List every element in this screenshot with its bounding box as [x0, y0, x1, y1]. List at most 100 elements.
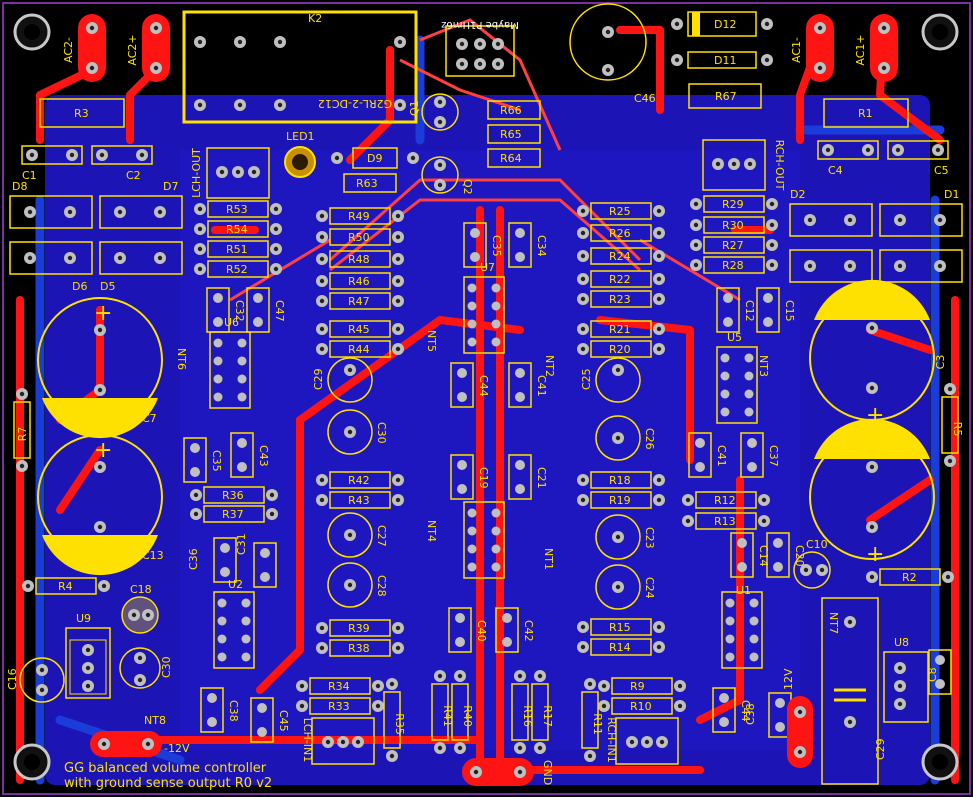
svg-text:R24: R24 [609, 250, 631, 263]
svg-text:R52: R52 [226, 263, 248, 276]
svg-text:R21: R21 [609, 323, 631, 336]
r67: R67 [688, 83, 762, 109]
svg-text:U6: U6 [224, 316, 239, 329]
svg-text:D5: D5 [100, 280, 115, 293]
svg-text:C43: C43 [257, 445, 270, 467]
svg-text:R37: R37 [222, 508, 244, 521]
ac2-minus-label: AC2- [62, 37, 75, 63]
ic-u6: U6 [209, 316, 251, 409]
svg-text:C8: C8 [926, 667, 939, 682]
r64: R64 [487, 148, 541, 168]
film-caps: C29 C30 C27 C28 C25 C26 C23 C24 [312, 357, 656, 610]
svg-text:R14: R14 [609, 641, 631, 654]
svg-text:R13: R13 [714, 515, 736, 528]
svg-text:C26: C26 [643, 428, 656, 450]
svg-text:R64: R64 [500, 152, 522, 165]
svg-text:U8: U8 [894, 636, 909, 649]
svg-text:C13: C13 [142, 549, 164, 562]
neg12v-pad: -12V [90, 731, 190, 757]
svg-text:R9: R9 [630, 680, 645, 693]
svg-text:C42: C42 [522, 620, 535, 642]
rch-in-connector: RCH-IN1 [605, 717, 679, 765]
svg-text:C5: C5 [934, 164, 949, 177]
net-ties: NT1 NT2 NT3 NT4 NT5 NT6 NT7 NT8 [144, 330, 840, 727]
r2: R2 [865, 568, 955, 586]
svg-text:C41: C41 [715, 445, 728, 467]
ac2-connector: AC2- AC2+ [62, 14, 170, 82]
svg-text:C21: C21 [535, 467, 548, 489]
svg-text:GND: GND [541, 760, 554, 785]
res-left-col: R53 R54 R51 R52 [193, 200, 283, 278]
svg-text:NT5: NT5 [425, 330, 438, 352]
svg-text:R54: R54 [226, 223, 248, 236]
mounting-hole-bl [13, 743, 51, 781]
svg-text:LCH-OUT: LCH-OUT [190, 148, 203, 198]
svg-text:R45: R45 [348, 323, 370, 336]
cap-c7: + C7 [37, 297, 163, 439]
svg-text:C38: C38 [744, 703, 757, 725]
svg-text:D11: D11 [714, 54, 736, 67]
svg-text:R10: R10 [630, 700, 652, 713]
svg-text:C16: C16 [6, 668, 19, 690]
svg-text:R51: R51 [226, 243, 248, 256]
cap-c28: C30 [119, 647, 173, 689]
svg-text:C29: C29 [874, 738, 887, 760]
svg-text:R1: R1 [858, 107, 873, 120]
svg-text:R18: R18 [609, 474, 631, 487]
ac1-connector: AC1- AC1+ [790, 14, 898, 82]
bridge-left: D8 D7 D6 D5 [9, 180, 183, 293]
svg-text:R43: R43 [348, 494, 370, 507]
svg-text:D6: D6 [72, 280, 87, 293]
cap-c6: + C6 [809, 418, 935, 567]
svg-text:R38: R38 [348, 642, 370, 655]
svg-text:R23: R23 [609, 293, 631, 306]
svg-text:R17: R17 [541, 705, 554, 727]
svg-text:C2: C2 [126, 169, 141, 182]
svg-text:C28: C28 [375, 575, 388, 597]
svg-text:C32: C32 [233, 300, 246, 322]
svg-text:C37: C37 [767, 445, 780, 467]
svg-text:LED1: LED1 [286, 130, 315, 143]
svg-text:C7: C7 [142, 412, 157, 425]
res-right-col: R29 R30 R27 R28 [689, 195, 779, 274]
svg-text:C30: C30 [375, 422, 388, 444]
svg-text:R36: R36 [222, 489, 244, 502]
svg-text:D12: D12 [714, 18, 736, 31]
cap-c13: + C13 [37, 434, 164, 576]
svg-text:C4: C4 [828, 164, 843, 177]
r63: R63 [343, 173, 397, 193]
svg-text:R47: R47 [348, 295, 370, 308]
svg-text:C30: C30 [160, 656, 173, 678]
res-mid-right: R12 R13 [681, 491, 771, 530]
svg-text:C24: C24 [643, 577, 656, 599]
cap-c4: C4 [817, 140, 879, 177]
d9: D9 [331, 147, 419, 169]
q2: Q2 [421, 156, 474, 195]
svg-text:R7: R7 [16, 427, 29, 442]
relay-ref: K2 [308, 12, 322, 25]
svg-text:C46: C46 [634, 92, 656, 105]
svg-text:R66: R66 [500, 104, 522, 117]
svg-text:C35: C35 [210, 450, 223, 472]
svg-text:Q2: Q2 [461, 179, 474, 195]
cap-c27: C29 [821, 597, 887, 785]
pos12v-pad: 12V [782, 668, 813, 768]
r7: R7 [13, 387, 31, 473]
svg-text:R16: R16 [521, 705, 534, 727]
svg-text:C1: C1 [22, 169, 37, 182]
ic-u1: U1 [721, 584, 763, 669]
res-mid-left: R36 R37 [189, 486, 279, 523]
cap-c2: C2 [91, 145, 153, 182]
svg-text:D8: D8 [12, 180, 27, 193]
cap-c5: C5 [887, 140, 949, 177]
relay-part: G2RL-2-DC12 [318, 97, 392, 110]
svg-text:R48: R48 [348, 253, 370, 266]
svg-text:D1: D1 [944, 188, 959, 201]
svg-text:C19: C19 [477, 467, 490, 489]
res-center-right: R25 R26 R24 R22 R23 R21 R20 R18 R19 R15 … [576, 202, 687, 715]
cap-c14: C16 [6, 657, 65, 703]
svg-text:R4: R4 [58, 580, 73, 593]
reg-u8: U8 [883, 636, 929, 723]
svg-text:+: + [94, 301, 112, 326]
